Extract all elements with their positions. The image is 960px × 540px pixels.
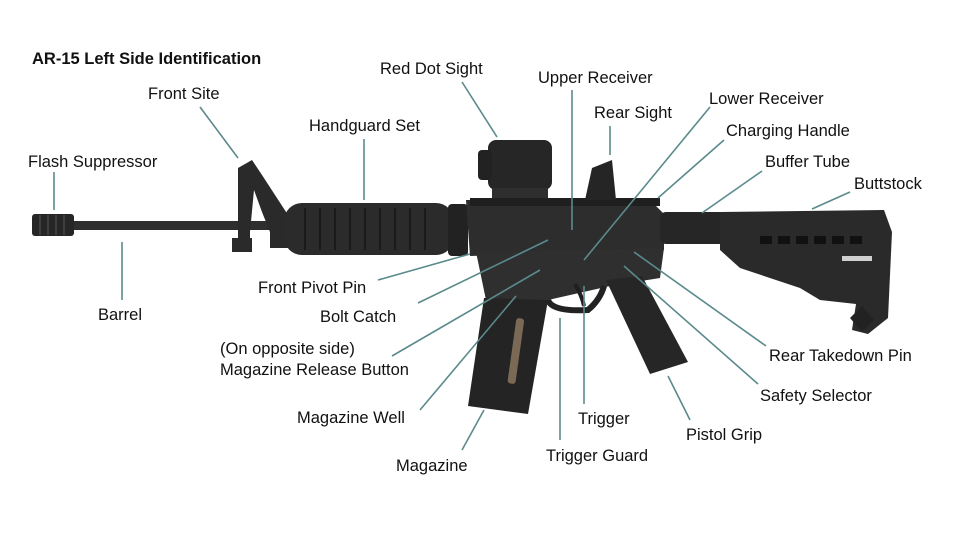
- label-front-site: Front Site: [148, 85, 220, 103]
- label-mag-release-note: (On opposite side): [220, 340, 355, 358]
- label-rear-sight: Rear Sight: [594, 104, 672, 122]
- label-pistol-grip: Pistol Grip: [686, 426, 763, 444]
- label-upper-receiver: Upper Receiver: [538, 69, 653, 87]
- pistol-grip-shape: [606, 276, 688, 374]
- label-handguard-set: Handguard Set: [309, 117, 420, 135]
- leader-lower-receiver: [583, 106, 711, 261]
- lower-receiver-shape: [476, 248, 664, 300]
- leader-buttstock: [811, 191, 851, 210]
- red-dot-sight-shape: [488, 140, 552, 190]
- leader-front-pivot-pin: [377, 253, 471, 281]
- leader-front-site: [199, 106, 239, 159]
- label-charging-handle: Charging Handle: [726, 122, 850, 140]
- leader-safety-selector: [623, 265, 759, 385]
- label-buffer-tube: Buffer Tube: [765, 153, 851, 171]
- label-lower-receiver: Lower Receiver: [709, 90, 824, 108]
- label-rear-takedown-pin: Rear Takedown Pin: [769, 347, 912, 365]
- label-flash-suppressor: Flash Suppressor: [28, 153, 158, 171]
- label-magazine: Magazine: [396, 457, 468, 475]
- label-magazine-well: Magazine Well: [297, 409, 405, 427]
- leader-buffer-tube: [701, 170, 763, 214]
- leader-magazine-well: [419, 295, 517, 411]
- leader-bolt-catch: [417, 239, 549, 304]
- label-red-dot-sight: Red Dot Sight: [380, 60, 483, 78]
- handguard-shape: [284, 203, 454, 255]
- label-front-pivot-pin: Front Pivot Pin: [258, 279, 367, 297]
- label-buttstock: Buttstock: [854, 175, 922, 193]
- label-trigger-guard: Trigger Guard: [546, 447, 649, 465]
- label-bolt-catch: Bolt Catch: [320, 308, 397, 326]
- barrel-shape: [70, 221, 290, 230]
- magazine-shape: [468, 298, 548, 414]
- leader-mag-release: [391, 269, 541, 357]
- leader-magazine: [461, 409, 485, 451]
- front-sight-shape: [238, 160, 288, 250]
- label-trigger: Trigger: [578, 410, 630, 428]
- rear-sight-shape: [585, 160, 616, 200]
- label-safety-selector: Safety Selector: [760, 387, 872, 405]
- leader-rear-takedown-pin: [633, 251, 767, 347]
- upper-receiver-shape: [466, 200, 664, 256]
- diagram-title: AR-15 Left Side Identification: [32, 50, 262, 68]
- label-magazine-release-button: Magazine Release Button: [220, 361, 409, 379]
- label-barrel: Barrel: [98, 306, 143, 324]
- trigger-guard-shape: [545, 285, 607, 314]
- leader-charging-handle: [657, 139, 725, 199]
- leader-pistol-grip: [667, 375, 691, 421]
- leader-red-dot-sight: [461, 81, 498, 138]
